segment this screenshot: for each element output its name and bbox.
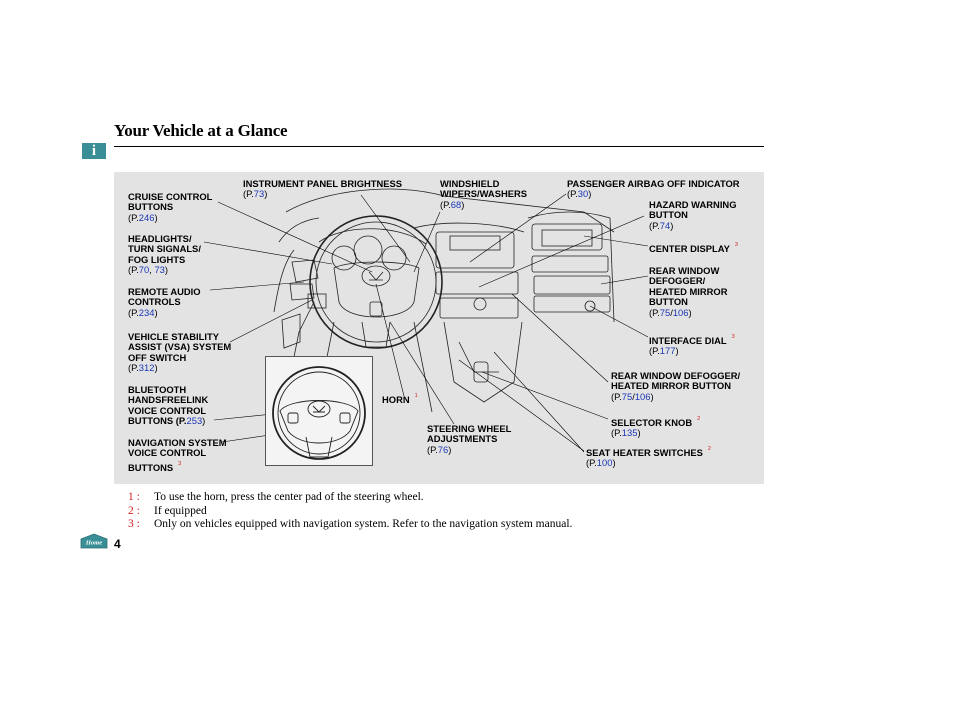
- dashboard-illustration-panel: CRUISE CONTROL BUTTONS (P.246) HEADLIGHT…: [114, 172, 764, 484]
- page-number: 4: [114, 537, 121, 551]
- home-icon[interactable]: Home: [80, 533, 108, 549]
- page-link[interactable]: 70: [138, 264, 150, 276]
- label-passenger-airbag-off: PASSENGER AIRBAG OFF INDICATOR (P.30): [567, 178, 740, 200]
- page-link[interactable]: 75: [659, 306, 671, 318]
- page-link[interactable]: 75: [621, 390, 633, 402]
- label-rear-window-defogger: REAR WINDOW DEFOGGER/ HEATED MIRROR BUTT…: [649, 265, 728, 318]
- label-windshield-wipers: WINDSHIELD WIPERS/WASHERS (P.68): [440, 178, 527, 210]
- page-link[interactable]: 106: [634, 390, 651, 402]
- page-link[interactable]: 253: [186, 415, 203, 427]
- page-link[interactable]: 234: [138, 306, 155, 318]
- home-label: Home: [85, 540, 102, 547]
- page-link[interactable]: 100: [596, 457, 613, 469]
- label-vsa-off-switch: VEHICLE STABILITY ASSIST (VSA) SYSTEM OF…: [128, 331, 232, 374]
- page-link[interactable]: 177: [659, 345, 676, 357]
- label-steering-wheel-adjustments: STEERING WHEEL ADJUSTMENTS (P.76): [427, 423, 512, 455]
- label-remote-audio-controls: REMOTE AUDIO CONTROLS (P.234): [128, 286, 201, 318]
- page-link[interactable]: 73: [154, 264, 165, 276]
- info-icon[interactable]: i: [82, 143, 106, 159]
- page-link[interactable]: 135: [621, 427, 638, 439]
- page-link[interactable]: 312: [138, 362, 155, 374]
- title-rule: [114, 146, 764, 147]
- page-link[interactable]: 106: [672, 306, 689, 318]
- page-link[interactable]: 73: [253, 188, 265, 200]
- steering-wheel-inset: [265, 356, 373, 466]
- label-headlights: HEADLIGHTS/ TURN SIGNALS/ FOG LIGHTS (P.…: [128, 233, 201, 276]
- label-hazard-warning-button: HAZARD WARNING BUTTON (P.74): [649, 199, 737, 231]
- page-link[interactable]: 30: [577, 188, 589, 200]
- label-cruise-control-buttons: CRUISE CONTROL BUTTONS (P.246): [128, 191, 213, 223]
- label-instrument-panel-brightness: INSTRUMENT PANEL BRIGHTNESS (P.73): [243, 178, 403, 200]
- page-link[interactable]: 74: [659, 219, 671, 231]
- label-bluetooth-handsfreelink: BLUETOOTH HANDSFREELINK VOICE CONTROL BU…: [128, 384, 209, 427]
- dashboard-drawing: [203, 188, 649, 453]
- inset-steering-wheel: [272, 366, 366, 460]
- page-link[interactable]: 68: [450, 198, 462, 210]
- page-link[interactable]: 246: [138, 211, 155, 223]
- page-title: Your Vehicle at a Glance: [114, 121, 288, 140]
- page-link[interactable]: 76: [437, 443, 449, 455]
- label-rear-defogger-heated-mirror: REAR WINDOW DEFOGGER/ HEATED MIRROR BUTT…: [611, 370, 741, 402]
